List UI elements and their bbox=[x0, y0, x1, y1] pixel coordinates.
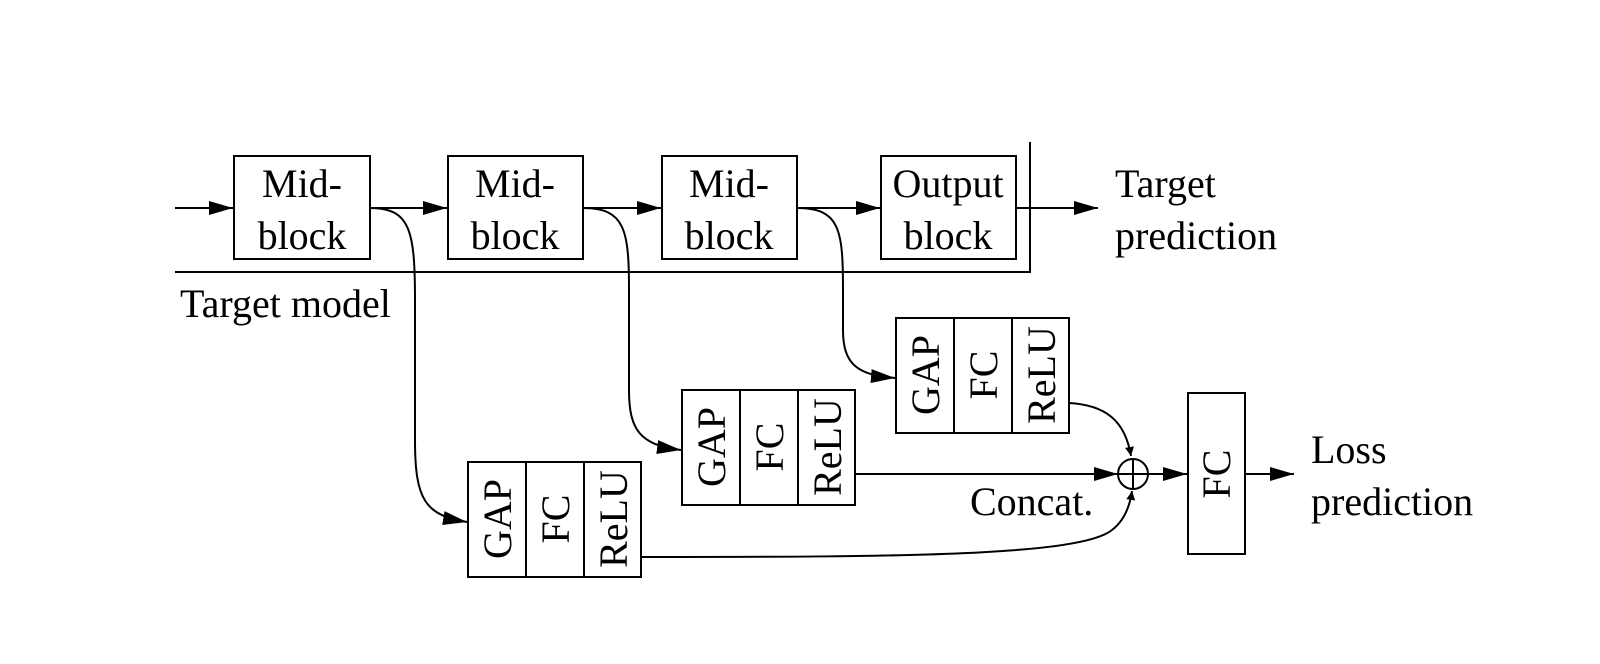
svg-text:block: block bbox=[904, 213, 993, 258]
relu-cell: ReLU bbox=[1019, 326, 1064, 424]
gap-cell: GAP bbox=[475, 479, 520, 559]
svg-text:FC: FC bbox=[1194, 450, 1239, 499]
target-model-boundary bbox=[175, 142, 1031, 273]
relu-cell: ReLU bbox=[591, 470, 636, 568]
concat-label: Concat. bbox=[970, 479, 1093, 524]
final-fc-layer: FC bbox=[1187, 392, 1246, 555]
concat-operator-icon bbox=[1117, 458, 1149, 490]
mid-block-1: Mid- block bbox=[233, 155, 371, 260]
branch-2: GAP FC ReLU bbox=[681, 389, 856, 506]
loss-prediction-label-2: prediction bbox=[1311, 479, 1473, 524]
loss-prediction-label: Loss bbox=[1311, 427, 1387, 472]
branch-1: GAP FC ReLU bbox=[467, 461, 642, 578]
gap-cell: GAP bbox=[903, 335, 948, 415]
relu-cell: ReLU bbox=[805, 398, 850, 496]
fc-cell: FC bbox=[961, 351, 1006, 400]
fc-cell: FC bbox=[747, 423, 792, 472]
mid-block-3: Mid- block bbox=[661, 155, 798, 260]
svg-text:Mid-: Mid- bbox=[689, 161, 769, 206]
target-model-label: Target model bbox=[180, 281, 391, 326]
branch-3-to-concat bbox=[1068, 402, 1134, 457]
svg-text:block: block bbox=[471, 213, 560, 258]
svg-text:block: block bbox=[685, 213, 774, 258]
branch-3: GAP FC ReLU bbox=[895, 317, 1070, 434]
branch-curve-3 bbox=[796, 207, 896, 384]
fc-cell: FC bbox=[533, 495, 578, 544]
target-prediction-label: Target bbox=[1115, 161, 1216, 206]
output-block: Output block bbox=[880, 155, 1017, 260]
svg-text:block: block bbox=[258, 213, 347, 258]
target-prediction-label-2: prediction bbox=[1115, 213, 1277, 258]
svg-text:Mid-: Mid- bbox=[262, 161, 342, 206]
branch-curve-1 bbox=[369, 207, 468, 525]
branch-curve-2 bbox=[582, 207, 682, 455]
branch-1-to-concat bbox=[640, 490, 1136, 558]
svg-text:Mid-: Mid- bbox=[475, 161, 555, 206]
svg-text:Output: Output bbox=[892, 161, 1003, 206]
gap-cell: GAP bbox=[689, 407, 734, 487]
mid-block-2: Mid- block bbox=[447, 155, 584, 260]
